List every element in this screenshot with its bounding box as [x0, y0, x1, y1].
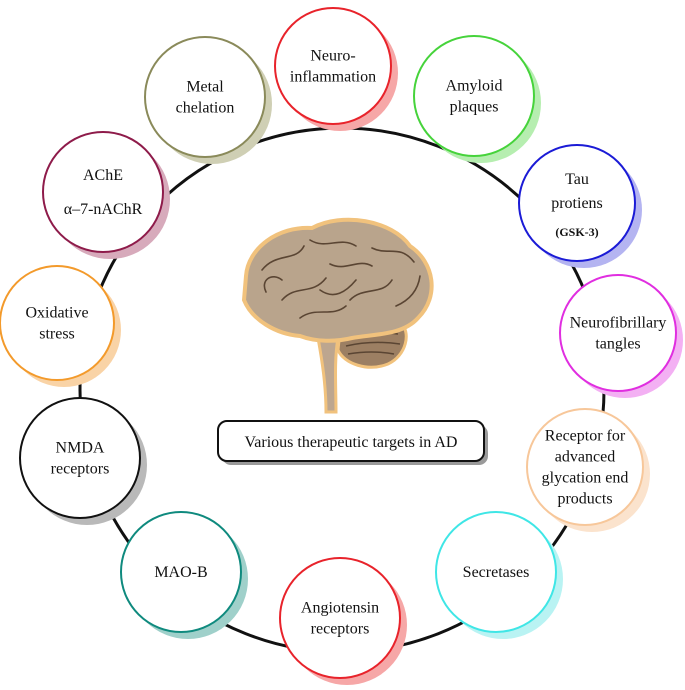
target-node-circle — [274, 7, 392, 125]
target-node-label-line: Secretases — [463, 564, 530, 581]
target-node-angiotensin-receptors: Angiotensin receptors — [279, 557, 407, 685]
target-node-label-line: receptors — [51, 461, 110, 478]
target-node-mao-b: MAO-B — [120, 511, 248, 639]
target-node-label-line: tangles — [595, 336, 640, 353]
target-node-secretases: Secretases — [435, 511, 563, 639]
target-node-label-line: glycation end — [542, 470, 629, 487]
target-node-circle — [413, 35, 535, 157]
target-node-circle — [144, 36, 266, 158]
target-node-rage: Receptor for advanced glycation end product… — [526, 408, 650, 532]
target-node-circle — [279, 557, 401, 679]
target-node-circle — [120, 511, 242, 633]
target-node-metal-chelation: Metal chelation — [144, 36, 272, 164]
target-node-circle — [19, 397, 141, 519]
target-node-label-line: protiens — [551, 195, 603, 212]
target-node-label-line: Angiotensin — [301, 600, 379, 617]
target-node-circle — [435, 511, 557, 633]
center-label-box: Various therapeutic targets in AD — [217, 420, 488, 465]
target-node-circle — [559, 274, 677, 392]
target-node-circle — [42, 131, 164, 253]
target-node-label-line: Neurofibrillary — [570, 315, 667, 332]
target-node-ache: AChE α–7-nAChR — [42, 131, 170, 259]
target-node-neurofibrillary-tangles: Neurofibrillary tangles — [559, 274, 683, 398]
target-node-label-line: stress — [39, 326, 75, 343]
target-node-circle — [518, 144, 636, 262]
target-node-neuroinflammation: Neuro-inflammation — [274, 7, 398, 131]
target-node-label-line: MAO-B — [154, 564, 207, 581]
target-node-label-line: NMDA — [56, 440, 105, 457]
target-node-label-line: Neuro- — [310, 48, 355, 65]
target-node-label-line: Metal — [186, 79, 224, 96]
target-node-label-line: α–7-nAChR — [64, 201, 143, 218]
target-node-amyloid-plaques: Amyloid plaques — [413, 35, 541, 163]
target-node-nmda-receptors: NMDA receptors — [19, 397, 147, 525]
target-node-circle — [526, 408, 644, 526]
target-node-label-line: inflammation — [290, 69, 376, 86]
target-node-label-line: advanced — [555, 449, 615, 466]
target-node-label-line: receptors — [311, 621, 370, 638]
target-node-label-line: chelation — [176, 100, 235, 117]
target-node-label-line: Oxidative — [25, 305, 88, 322]
target-node-sublabel: (GSK-3) — [555, 225, 598, 239]
target-node-label-line: AChE — [83, 167, 123, 184]
center-label: Various therapeutic targets in AD — [245, 434, 458, 451]
target-node-circle — [0, 265, 115, 381]
target-node-label-line: products — [557, 491, 612, 508]
target-node-tau-proteins: Tau protiens (GSK-3) — [518, 144, 642, 268]
target-node-oxidative-stress: Oxidative stress — [0, 265, 121, 387]
target-node-label-line: Receptor for — [545, 428, 626, 445]
target-node-label-line: Amyloid — [446, 78, 503, 95]
target-node-label-line: Tau — [565, 171, 589, 188]
brain-icon — [241, 217, 434, 414]
target-node-label-line: plaques — [450, 99, 499, 116]
